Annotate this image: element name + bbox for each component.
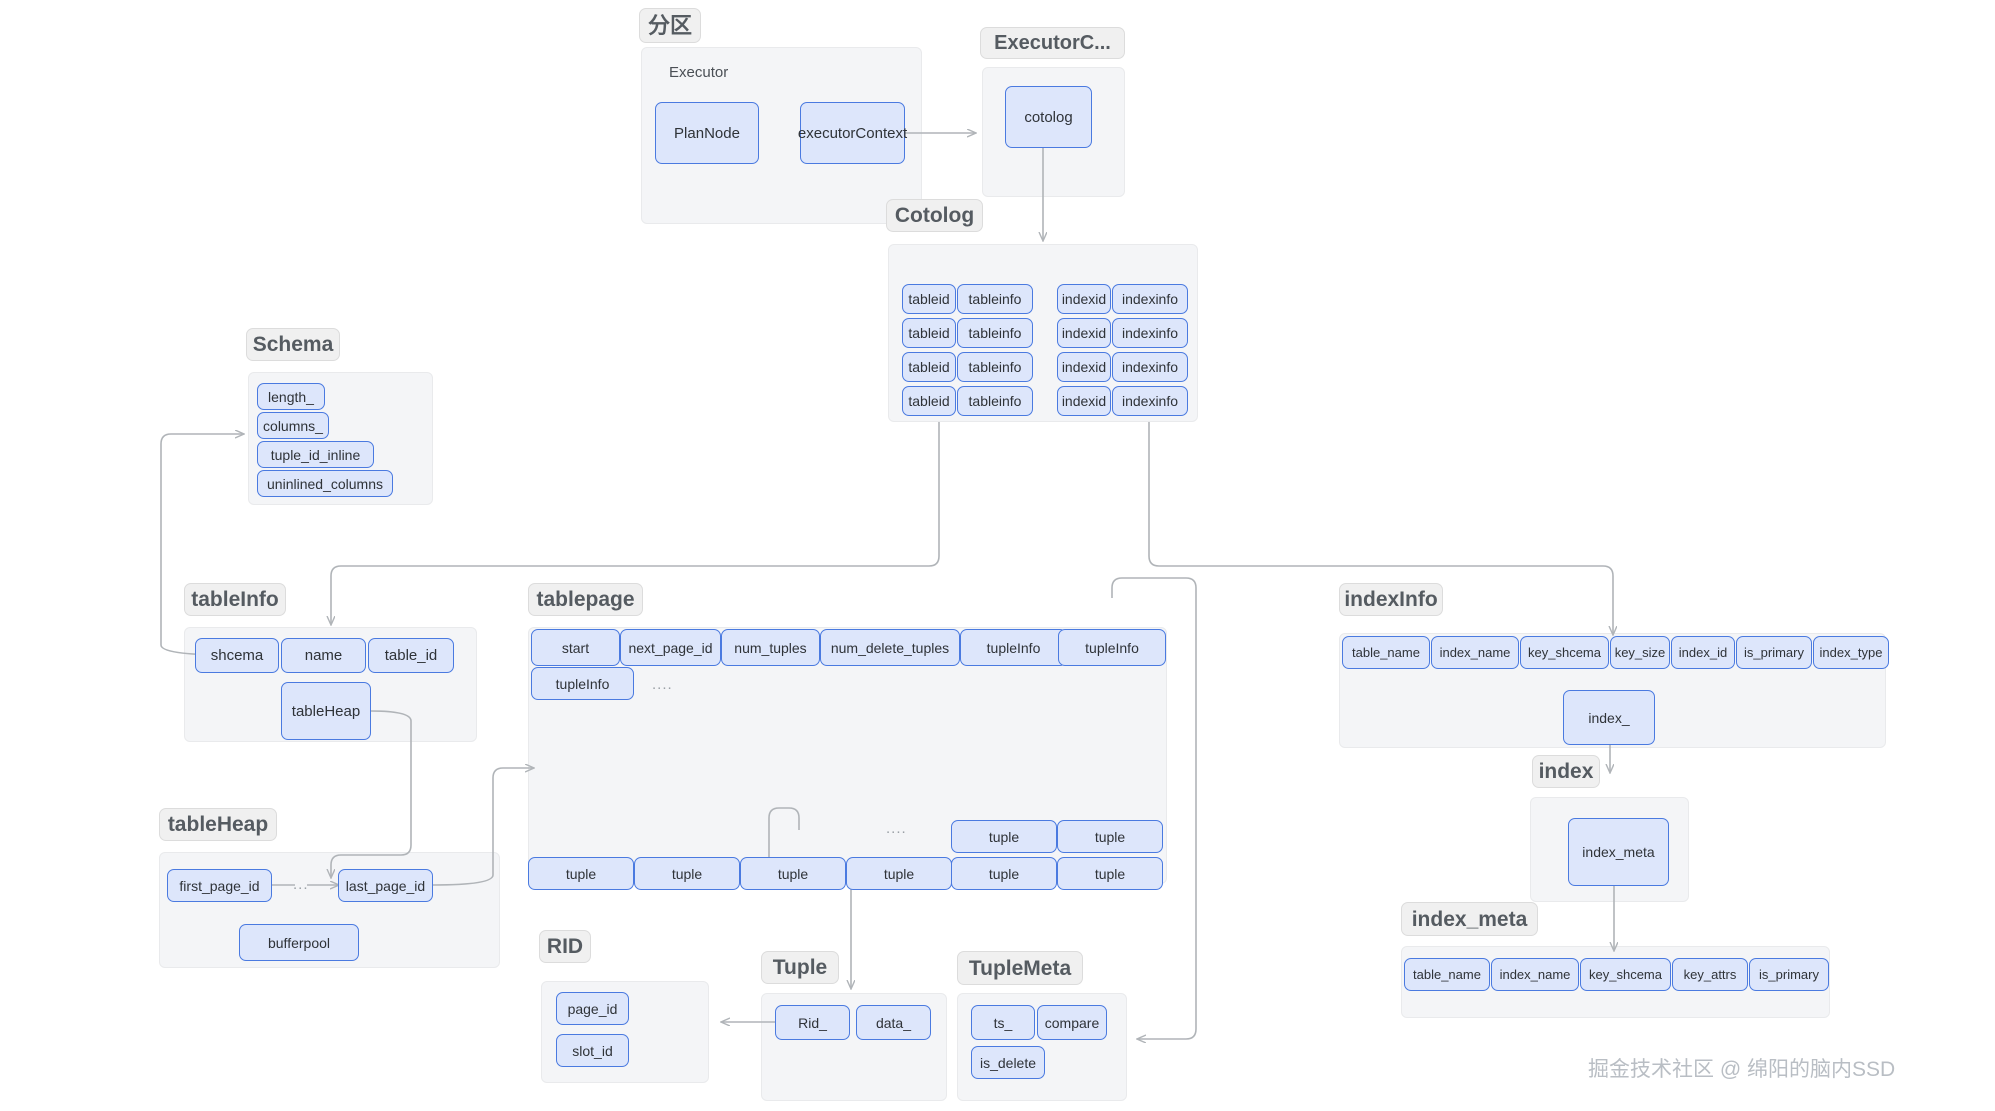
node-tablepage-numdeletetuples[interactable]: num_delete_tuples (820, 629, 960, 666)
node-tablepage-numtuples[interactable]: num_tuples (721, 629, 820, 666)
node-tableinfo-name[interactable]: name (281, 638, 366, 673)
cotolog-indexinfo-2[interactable]: indexinfo (1112, 352, 1188, 382)
cotolog-tableid-3[interactable]: tableid (902, 386, 956, 416)
node-schema-columns[interactable]: columns_ (257, 412, 329, 439)
node-tablepage-start[interactable]: start (531, 629, 620, 666)
node-tablepage-tuple-1[interactable]: tuple (634, 857, 740, 890)
node-tablepage-tuple-4[interactable]: tuple (951, 857, 1057, 890)
tableheap-ellipsis: ... (293, 876, 309, 893)
node-executorcontext[interactable]: executorContext (798, 102, 907, 164)
node-tableinfo-tableid[interactable]: table_id (368, 638, 454, 673)
cotolog-indexid-3[interactable]: indexid (1057, 386, 1111, 416)
node-tablepage-tupleinfo-1[interactable]: tupleInfo (1058, 629, 1166, 666)
node-tablepage-tuple-2[interactable]: tuple (740, 857, 846, 890)
cotolog-tableinfo-0[interactable]: tableinfo (957, 284, 1033, 314)
node-tablepage-tupleinfo-2[interactable]: tupleInfo (531, 667, 634, 700)
chip-indexmeta: index_meta (1401, 902, 1538, 936)
watermark: 掘金技术社区 @ 绵阳的脑内SSD (1588, 1058, 1896, 1081)
executor-inner-label: Executor (669, 64, 729, 81)
node-indexinfo-index[interactable]: index_ (1563, 690, 1655, 745)
node-indexinfo-indexid[interactable]: index_id (1671, 636, 1735, 669)
link-shcema-to-schema (160, 434, 243, 656)
node-indexmeta-keyshcema[interactable]: key_shcema (1580, 958, 1671, 991)
node-schema-tupleidinline[interactable]: tuple_id_inline (257, 441, 374, 468)
cotolog-indexinfo-1[interactable]: indexinfo (1112, 318, 1188, 348)
chip-indexinfo: indexInfo (1339, 583, 1443, 616)
cotolog-tableid-2[interactable]: tableid (902, 352, 956, 382)
cotolog-indexid-1[interactable]: indexid (1057, 318, 1111, 348)
node-indexmeta-indexname[interactable]: index_name (1491, 958, 1579, 991)
cotolog-indexid-2[interactable]: indexid (1057, 352, 1111, 382)
node-schema-length[interactable]: length_ (257, 383, 325, 410)
chip-rid: RID (539, 930, 591, 963)
tablepage-row2-ellipsis: .... (652, 676, 673, 693)
node-rid-slotid[interactable]: slot_id (556, 1034, 629, 1067)
chip-tableheap: tableHeap (159, 808, 277, 841)
node-indexmeta-tablename[interactable]: table_name (1404, 958, 1490, 991)
chip-tablepage: tablepage (528, 583, 643, 616)
chip-executorcontext: ExecutorC... (980, 27, 1125, 59)
node-tableheap-firstpageid[interactable]: first_page_id (167, 869, 272, 902)
node-tableinfo-tableheap[interactable]: tableHeap (281, 682, 371, 740)
node-tableinfo-shcema[interactable]: shcema (195, 638, 279, 673)
node-tablepage-tuple-upper-1[interactable]: tuple (1057, 820, 1163, 853)
tablepage-mid-ellipsis: .... (886, 820, 907, 837)
cotolog-indexinfo-0[interactable]: indexinfo (1112, 284, 1188, 314)
cotolog-indexid-0[interactable]: indexid (1057, 284, 1111, 314)
node-tablepage-tupleinfo-0[interactable]: tupleInfo (960, 629, 1067, 666)
cotolog-tableinfo-2[interactable]: tableinfo (957, 352, 1033, 382)
chip-cotolog: Cotolog (886, 199, 983, 232)
node-schema-uninlined[interactable]: uninlined_columns (257, 470, 393, 497)
node-tableheap-bufferpool[interactable]: bufferpool (239, 924, 359, 961)
cotolog-tableinfo-1[interactable]: tableinfo (957, 318, 1033, 348)
chip-schema: Schema (246, 328, 340, 361)
node-tablepage-tuple-upper-0[interactable]: tuple (951, 820, 1057, 853)
node-tablepage-tuple-5[interactable]: tuple (1057, 857, 1163, 890)
node-tuplemeta-ts[interactable]: ts_ (971, 1005, 1035, 1040)
chip-tuplemeta: TupleMeta (957, 951, 1083, 985)
node-tablepage-tuple-0[interactable]: tuple (528, 857, 634, 890)
node-indexmeta-keyattrs[interactable]: key_attrs (1672, 958, 1748, 991)
cotolog-tableid-0[interactable]: tableid (902, 284, 956, 314)
node-index-indexmeta[interactable]: index_meta (1568, 818, 1669, 886)
chip-partition: 分区 (639, 8, 701, 43)
chip-index: index (1532, 755, 1600, 788)
node-indexinfo-keyshcema[interactable]: key_shcema (1520, 636, 1609, 669)
node-indexinfo-indexname[interactable]: index_name (1431, 636, 1519, 669)
chip-tableinfo: tableInfo (184, 583, 286, 616)
node-indexinfo-isprimary[interactable]: is_primary (1736, 636, 1812, 669)
node-tablepage-tuple-3[interactable]: tuple (846, 857, 952, 890)
node-tuple-data[interactable]: data_ (856, 1005, 931, 1040)
chip-tuple: Tuple (761, 951, 839, 984)
node-indexinfo-tablename[interactable]: table_name (1342, 636, 1430, 669)
node-tablepage-nextpageid[interactable]: next_page_id (620, 629, 721, 666)
cotolog-tableid-1[interactable]: tableid (902, 318, 956, 348)
cotolog-indexinfo-3[interactable]: indexinfo (1112, 386, 1188, 416)
node-tuplemeta-compare[interactable]: compare (1037, 1005, 1107, 1040)
node-tuplemeta-isdelete[interactable]: is_delete (971, 1046, 1045, 1079)
cotolog-tableinfo-3[interactable]: tableinfo (957, 386, 1033, 416)
node-tableheap-lastpageid[interactable]: last_page_id (338, 869, 433, 902)
node-indexinfo-keysize[interactable]: key_size (1610, 636, 1670, 669)
node-indexinfo-indextype[interactable]: index_type (1813, 636, 1889, 669)
node-rid-pageid[interactable]: page_id (556, 992, 629, 1025)
node-cotolog[interactable]: cotolog (1005, 86, 1092, 148)
node-tuple-rid[interactable]: Rid_ (775, 1005, 850, 1040)
node-indexmeta-isprimary[interactable]: is_primary (1749, 958, 1829, 991)
node-plannode[interactable]: PlanNode (655, 102, 759, 164)
